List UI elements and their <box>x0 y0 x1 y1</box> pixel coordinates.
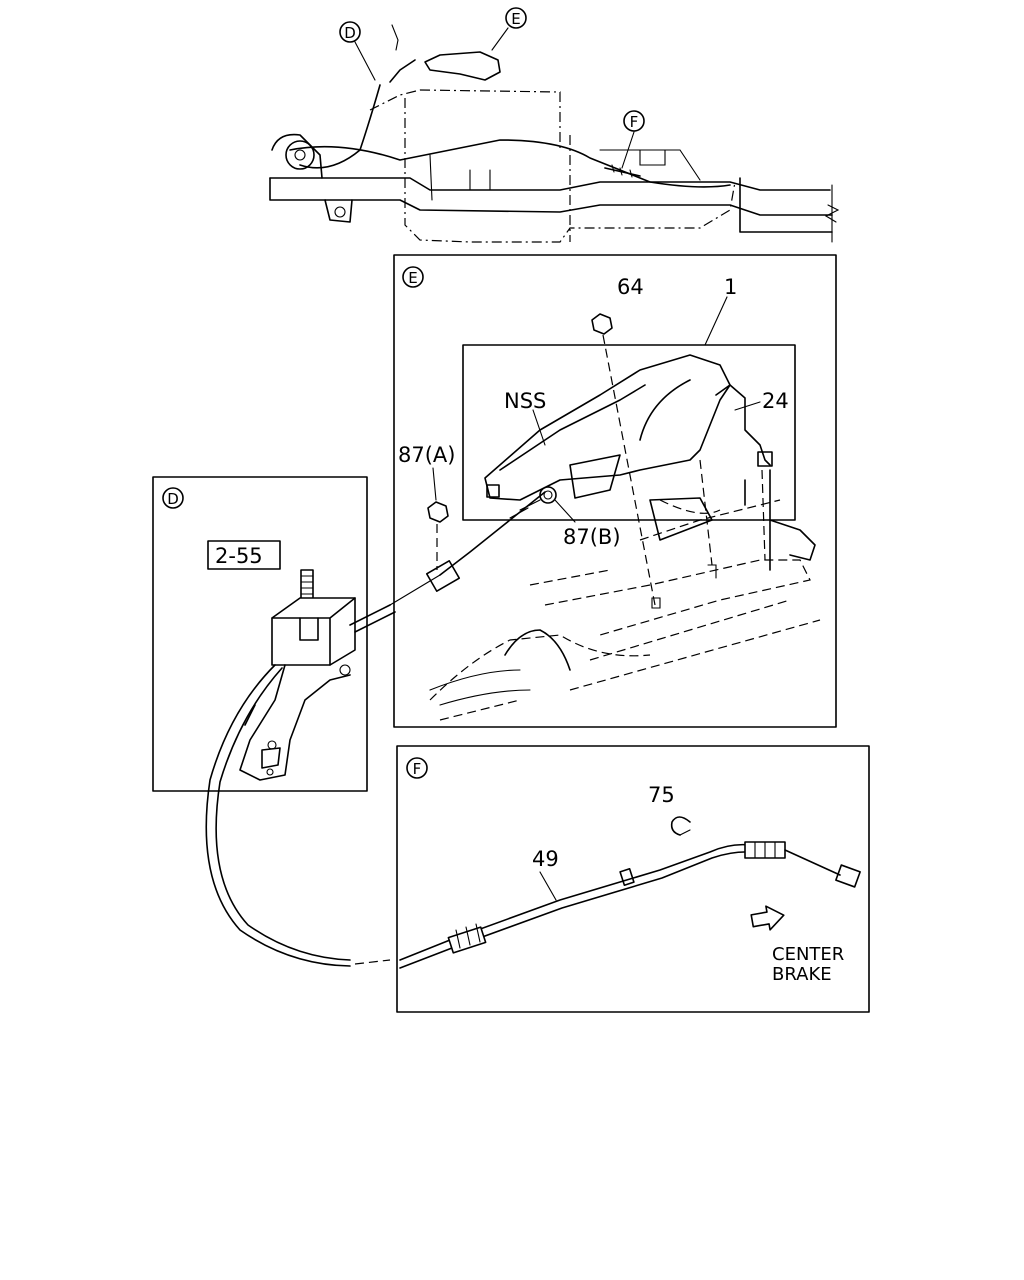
panel-e-tag-circle <box>402 266 424 288</box>
callout-f-label: F <box>630 113 639 131</box>
panel-f-tag: F <box>413 760 422 778</box>
callout-f-circle <box>623 110 645 132</box>
lever-cover <box>484 354 731 501</box>
center-brake-line1: CENTER <box>772 944 844 965</box>
callout-e-circle <box>505 7 527 29</box>
part-49-label: 49 <box>532 847 559 871</box>
nss-label: NSS <box>504 389 546 413</box>
ref-2-55-label: 2-55 <box>215 544 263 568</box>
lever-assembly-box <box>462 344 796 521</box>
nut-87a <box>427 501 449 523</box>
clip-75 <box>670 816 691 836</box>
callout-d-label: D <box>344 24 356 42</box>
panel-f-frame <box>396 745 870 1013</box>
part-1-label: 1 <box>724 275 737 299</box>
panel-d-tag-circle <box>162 487 184 509</box>
panel-d-frame <box>152 476 368 792</box>
nut-64 <box>591 313 613 335</box>
panel-e-frame <box>393 254 837 728</box>
center-brake-line2: BRAKE <box>772 964 832 985</box>
panel-d-tag: D <box>167 490 179 508</box>
panel-d: D 2-55 <box>152 476 396 792</box>
direction-arrow-icon <box>750 905 785 931</box>
cable-main <box>205 664 351 967</box>
panel-f: F 75 49 CENTER BRAKE <box>396 745 870 1013</box>
callout-d-circle <box>339 21 361 43</box>
part-64-label: 64 <box>617 275 644 299</box>
panel-e: E <box>389 254 837 728</box>
panel-e-tag: E <box>408 269 417 287</box>
vehicle-overview: D E F <box>269 7 840 243</box>
ref-2-55-box <box>207 540 281 570</box>
part-87b-label: 87(B) <box>563 525 621 549</box>
part-87a-label: 87(A) <box>398 443 455 467</box>
switch-connector <box>757 451 773 467</box>
panel-f-tag-circle <box>406 757 428 779</box>
callout-e-label: E <box>511 10 520 28</box>
cable-49 <box>399 843 751 961</box>
part-24-label: 24 <box>762 389 789 413</box>
part-75-label: 75 <box>648 783 675 807</box>
